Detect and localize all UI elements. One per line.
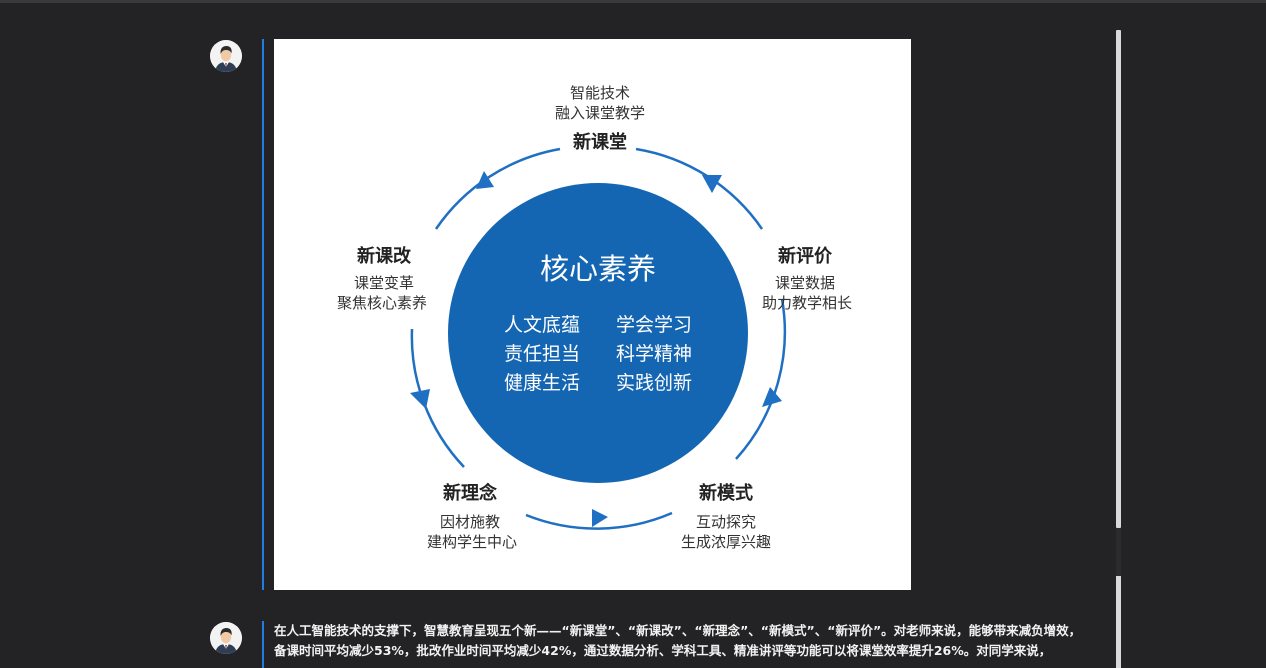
avatar-man-icon (210, 40, 242, 72)
core-item: 科学精神 (616, 343, 692, 365)
core-title: 核心素养 (540, 252, 656, 286)
core-circle (448, 183, 748, 483)
scrollbar-thumb-lower[interactable] (1116, 576, 1121, 668)
node-desc: 智能技术 (570, 84, 630, 102)
core-item: 健康生活 (504, 372, 580, 394)
ring-arrow-icon (762, 387, 782, 407)
ring-arrow-icon (592, 509, 608, 527)
node-title: 新理念 (443, 482, 497, 504)
node-desc: 互动探究 (696, 513, 756, 531)
message-line: 备课时间平均减少53%，批改作业时间平均减少42%，通过数据分析、学科工具、精准… (274, 643, 1052, 658)
quote-bar (262, 621, 264, 668)
node-title: 新评价 (778, 245, 833, 267)
smart-education-diagram: 核心素养 人文底蕴 学会学习 责任担当 科学精神 健康生活 实践创新 智能技术 … (337, 84, 852, 551)
ring-arc (525, 511, 673, 530)
ring-arrow-icon (410, 389, 430, 409)
core-item: 责任担当 (504, 343, 580, 365)
ring-arc (434, 147, 561, 230)
node-title: 新模式 (699, 482, 753, 504)
message-text: 在人工智能技术的支撑下，智慧教育呈现五个新——“新课堂”、“新课改”、“新理念”… (274, 621, 1074, 668)
top-bar (0, 0, 1266, 3)
node-desc: 助力教学相长 (762, 294, 852, 312)
ring-arrow-icon (702, 175, 722, 193)
node-desc: 课堂数据 (775, 274, 835, 292)
node-desc: 因材施教 (440, 513, 500, 531)
node-desc: 聚焦核心素养 (337, 294, 427, 312)
core-item: 实践创新 (616, 372, 692, 394)
node-desc: 课堂变革 (354, 274, 414, 292)
node-desc: 建构学生中心 (427, 533, 517, 551)
message-line: 在人工智能技术的支撑下，智慧教育呈现五个新——“新课堂”、“新课改”、“新理念”… (274, 623, 1074, 638)
ring-arrow-icon (476, 171, 494, 189)
scrollbar-thumb[interactable] (1116, 30, 1121, 528)
node-desc: 生成浓厚兴趣 (681, 533, 771, 551)
core-item: 学会学习 (616, 314, 692, 336)
node-title: 新课堂 (573, 131, 627, 153)
core-item: 人文底蕴 (504, 314, 580, 336)
avatar-man-icon (210, 622, 242, 654)
node-desc: 融入课堂教学 (555, 104, 645, 122)
diagram-image: 核心素养 人文底蕴 学会学习 责任担当 科学精神 健康生活 实践创新 智能技术 … (274, 39, 911, 590)
ring-arc (735, 298, 787, 460)
quote-bar (262, 39, 264, 590)
node-title: 新课改 (357, 245, 412, 267)
